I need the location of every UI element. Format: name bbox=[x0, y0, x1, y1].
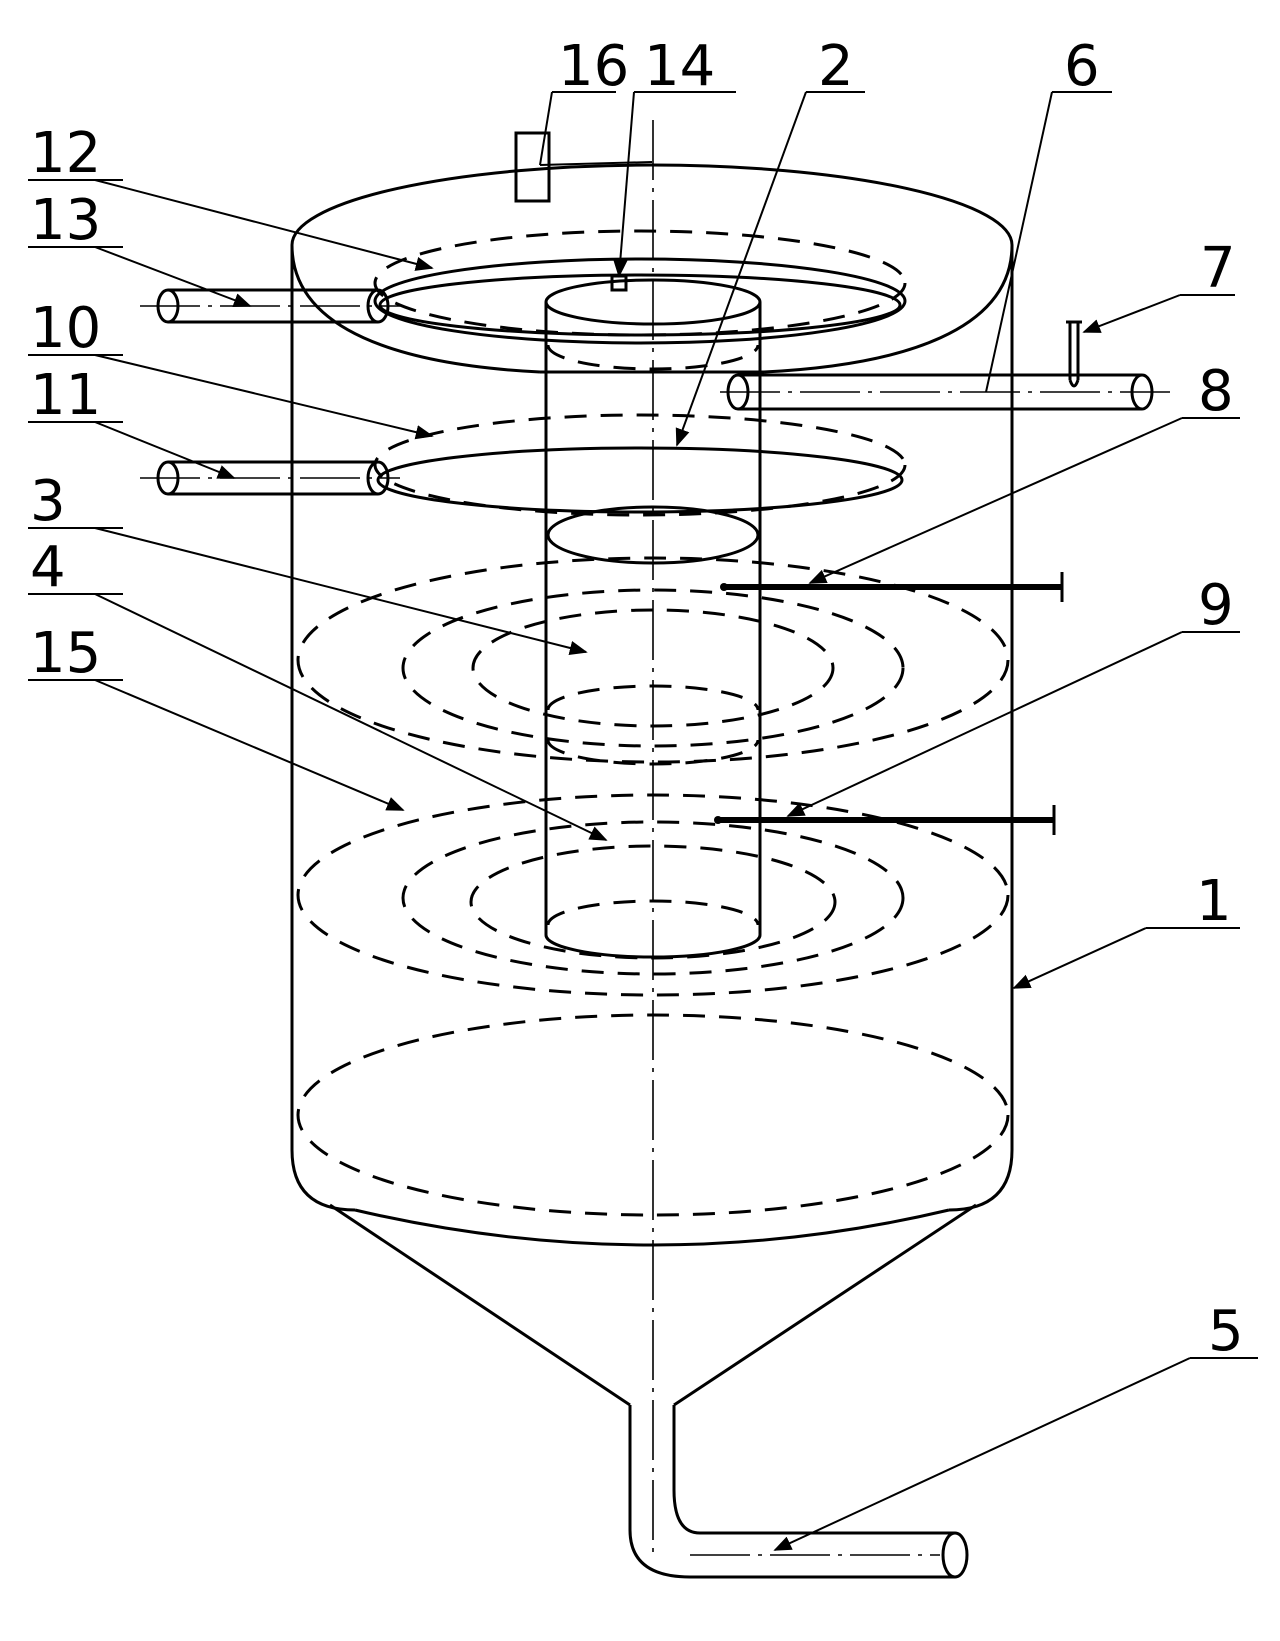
label-8: 8 bbox=[1198, 359, 1234, 424]
upper-ring-tube bbox=[378, 273, 902, 337]
label-2: 2 bbox=[818, 34, 854, 99]
inlet-pipe-13 bbox=[140, 288, 400, 324]
lower-ring-tube bbox=[376, 446, 904, 514]
valve-7 bbox=[1066, 320, 1082, 388]
label-11: 11 bbox=[30, 363, 101, 428]
label-3: 3 bbox=[30, 469, 66, 534]
upper-ring-inner bbox=[373, 257, 907, 345]
vessel-shell bbox=[290, 163, 1014, 1247]
upper-ring-outer bbox=[373, 229, 907, 337]
label-5: 5 bbox=[1208, 1299, 1244, 1364]
leader-lines bbox=[28, 91, 1258, 1551]
concentric-zones bbox=[296, 556, 1010, 1217]
reference-labels: 16 14 2 6 12 13 10 11 3 4 15 7 8 9 1 5 bbox=[30, 34, 1244, 1364]
label-15: 15 bbox=[30, 621, 101, 686]
label-10: 10 bbox=[30, 296, 101, 361]
lower-ring-outer bbox=[373, 413, 907, 517]
label-12: 12 bbox=[30, 121, 101, 186]
cone-and-drain bbox=[329, 1203, 977, 1579]
inlet-pipe-11 bbox=[140, 460, 400, 496]
central-column bbox=[544, 278, 762, 959]
vent-14 bbox=[610, 274, 628, 292]
label-9: 9 bbox=[1198, 573, 1234, 638]
label-16: 16 bbox=[558, 34, 629, 99]
label-6: 6 bbox=[1064, 34, 1100, 99]
outlet-pipe-6 bbox=[720, 373, 1170, 411]
sensor-box-16 bbox=[514, 131, 551, 203]
probe-9 bbox=[714, 805, 1056, 835]
top-annulus bbox=[290, 244, 1014, 374]
probe-8 bbox=[720, 572, 1064, 602]
label-1: 1 bbox=[1196, 869, 1232, 934]
label-4: 4 bbox=[30, 535, 66, 600]
label-14: 14 bbox=[644, 34, 715, 99]
label-7: 7 bbox=[1200, 236, 1236, 301]
label-13: 13 bbox=[30, 188, 101, 253]
